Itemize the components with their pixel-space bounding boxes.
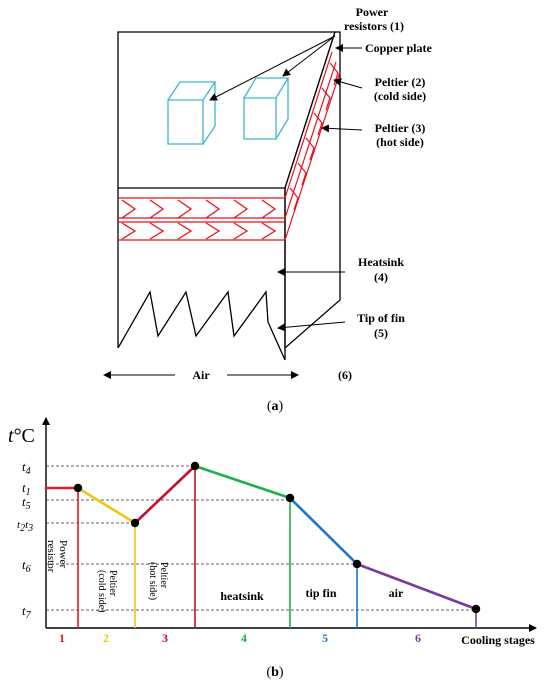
stage-number-2: 2 [103, 631, 109, 645]
arrow-peltier-3 [321, 124, 363, 133]
y-tick-t5: t5 [22, 494, 31, 512]
temperature-path [44, 464, 478, 611]
y-tick-t7: t7 [22, 603, 32, 621]
stage-number-3: 3 [162, 631, 168, 645]
region-label-tip-fin: tip fin [305, 586, 336, 600]
x-axis-label: Cooling stages [461, 633, 535, 647]
temperature-points [73, 461, 481, 614]
label-power-resistors-2: resistors (1) [344, 19, 404, 33]
arrow-power-resistor-2 [282, 35, 336, 77]
schematic-a: Power resistors (1) Copper plate Peltier… [103, 5, 432, 414]
point-t7 [471, 604, 481, 614]
stage-number-6: 6 [415, 631, 421, 645]
point-t6 [352, 559, 362, 569]
arrow-peltier-2 [333, 78, 363, 89]
region-label-air: air [389, 586, 404, 600]
side-face [284, 31, 341, 350]
label-six: (6) [338, 368, 352, 382]
arrow-power-resistor-1 [209, 35, 336, 101]
segment-tip-fin [288, 496, 359, 566]
y-tick-labels: t4 t1 t5 t2t3 t6 t7 [17, 459, 33, 621]
arrow-tip-of-fin [277, 321, 346, 332]
region-label-peltier-cold: Peltier (cold side) [96, 570, 118, 613]
stage-number-5: 5 [322, 631, 328, 645]
segment-air [355, 562, 478, 611]
label-power-resistors: Power [356, 5, 389, 19]
label-tip-of-fin-num: (5) [374, 326, 388, 340]
segment-heatsink [193, 464, 292, 500]
label-heatsink-num: (4) [374, 270, 388, 284]
y-tick-t1: t1 [22, 480, 31, 498]
caption-b: (b) [266, 665, 283, 680]
label-peltier-2: Peltier (2) [375, 75, 426, 89]
point-t2t3 [130, 518, 140, 528]
chart-b: t°C Cooling stages t4 t1 t5 t2t3 t6 t7 [8, 417, 537, 680]
power-resistor-block-2 [243, 77, 290, 140]
stage-number-4: 4 [241, 631, 247, 645]
point-t5 [285, 493, 295, 503]
peltier-band-side [284, 51, 341, 241]
label-peltier-3-side: (hot side) [376, 135, 424, 149]
guide-lines [46, 465, 476, 611]
region-label-peltier-hot: Peltier (hot side) [147, 562, 169, 600]
label-copper-plate: Copper plate [365, 41, 432, 55]
segment-peltier-hot [133, 464, 197, 525]
stage-number-1: 1 [59, 631, 65, 645]
label-tip-of-fin: Tip of fin [357, 311, 405, 325]
y-axis-label: t°C [8, 425, 35, 447]
label-peltier-2-side: (cold side) [374, 89, 426, 103]
y-tick-t6: t6 [22, 557, 31, 575]
peltier-band-front [118, 197, 285, 241]
point-t1 [73, 483, 83, 493]
label-heatsink: Heatsink [358, 255, 404, 269]
caption-a: (a) [267, 399, 284, 414]
fins [117, 290, 286, 361]
y-tick-t4: t4 [22, 459, 31, 477]
y-tick-t2t3: t2t3 [17, 519, 33, 534]
label-peltier-3: Peltier (3) [375, 121, 426, 135]
region-label-power-resistor: Power resistor [45, 540, 69, 573]
region-label-heatsink: heatsink [220, 589, 264, 603]
label-air: Air [192, 368, 210, 382]
stage-dividers [77, 466, 477, 628]
segment-peltier-cold [76, 486, 137, 525]
point-t4 [190, 461, 200, 471]
